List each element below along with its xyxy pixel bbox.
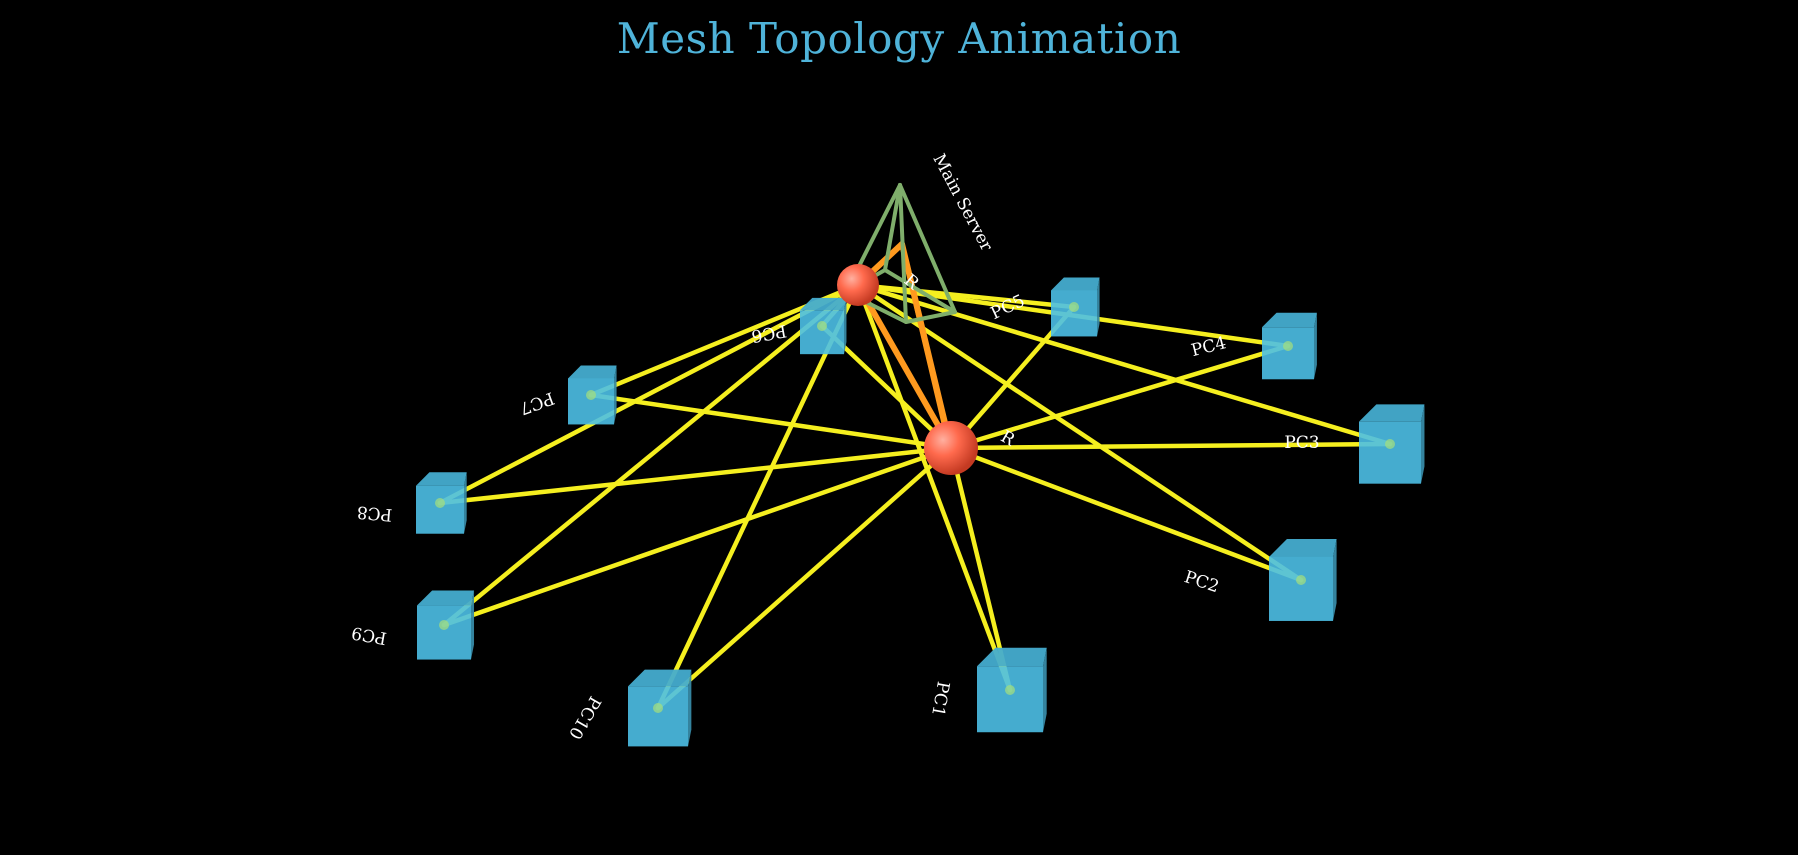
cube-icon-pc10 bbox=[628, 669, 692, 747]
link-router_back-pc1 bbox=[855, 282, 1013, 693]
server-edge-3 bbox=[898, 183, 957, 314]
cube-front-face bbox=[800, 310, 844, 355]
cube-top-face bbox=[800, 297, 847, 311]
link-router_front-pc4 bbox=[948, 343, 1291, 451]
page-title: Mesh Topology Animation bbox=[616, 14, 1182, 63]
link-router_front-pc8 bbox=[437, 445, 954, 506]
cube-top-face bbox=[1262, 312, 1317, 328]
link-router_front-pc3 bbox=[948, 441, 1393, 451]
links-layer bbox=[437, 282, 1393, 711]
cube-icon-pc6 bbox=[800, 297, 847, 355]
server-edge-4 bbox=[898, 183, 908, 324]
cube-top-face bbox=[977, 647, 1047, 667]
link-router_back-pc10 bbox=[655, 282, 861, 711]
link-router_back-pc9 bbox=[441, 282, 861, 628]
label-server: Main Server bbox=[928, 151, 996, 256]
cube-front-face bbox=[417, 605, 471, 660]
label-pc4: PC4 bbox=[1189, 333, 1228, 361]
server-edge-2 bbox=[883, 183, 902, 272]
cube-front-face bbox=[1051, 290, 1097, 337]
cube-side-face bbox=[1314, 312, 1317, 380]
cube-icon-pc5 bbox=[1051, 277, 1100, 337]
link-router_back-pc2 bbox=[855, 282, 1304, 583]
link-router_back-pc8 bbox=[437, 282, 861, 506]
cube-top-face bbox=[628, 669, 692, 687]
label-pc10: PC10 bbox=[564, 693, 604, 743]
cube-side-face bbox=[1043, 647, 1047, 733]
link-endpoint bbox=[1005, 685, 1015, 695]
cube-icon-pc1 bbox=[977, 647, 1047, 733]
cube-icon-pc4 bbox=[1262, 312, 1317, 380]
cube-side-face bbox=[1333, 539, 1337, 621]
nodes-layer bbox=[416, 264, 1425, 747]
cube-front-face bbox=[1269, 556, 1333, 621]
label-pc8: PC8 bbox=[356, 501, 393, 524]
link-endpoint bbox=[653, 703, 663, 713]
label-pc3: PC3 bbox=[1284, 433, 1319, 453]
cube-side-face bbox=[614, 365, 617, 425]
link-endpoint bbox=[1385, 439, 1395, 449]
cube-side-face bbox=[844, 297, 847, 355]
cube-icon-pc9 bbox=[417, 590, 475, 660]
cube-top-face bbox=[416, 472, 467, 486]
link-endpoint bbox=[1069, 302, 1079, 312]
cube-front-face bbox=[1262, 327, 1314, 380]
cube-top-face bbox=[1051, 277, 1100, 291]
link-endpoint bbox=[817, 321, 827, 331]
cube-front-face bbox=[628, 686, 688, 747]
cube-top-face bbox=[417, 590, 475, 606]
cube-front-face bbox=[568, 378, 614, 425]
cube-top-face bbox=[1359, 404, 1425, 422]
label-pc9: PC9 bbox=[350, 622, 388, 648]
sphere-icon-router_front bbox=[924, 421, 978, 475]
cube-icon-pc7 bbox=[568, 365, 617, 425]
link-endpoint bbox=[435, 498, 445, 508]
cube-top-face bbox=[1269, 539, 1337, 557]
cube-top-face bbox=[568, 365, 617, 379]
label-pc5: PC5 bbox=[988, 291, 1028, 324]
cube-side-face bbox=[464, 472, 467, 534]
cube-side-face bbox=[1421, 404, 1425, 484]
label-pc7: PC7 bbox=[517, 387, 557, 418]
active-link-router_back-router_front bbox=[855, 282, 954, 451]
link-router_front-pc7 bbox=[588, 392, 954, 451]
sphere-icon-router_back bbox=[837, 264, 879, 306]
cube-front-face bbox=[1359, 421, 1421, 484]
cube-side-face bbox=[471, 590, 475, 660]
cube-front-face bbox=[416, 485, 464, 534]
label-pc1: PC1 bbox=[927, 680, 953, 718]
link-endpoint bbox=[586, 390, 596, 400]
active-link-server-router-front bbox=[909, 285, 949, 435]
link-router_front-pc9 bbox=[441, 445, 954, 628]
link-endpoint bbox=[1283, 341, 1293, 351]
cube-side-face bbox=[688, 669, 692, 747]
link-endpoint bbox=[1296, 575, 1306, 585]
cube-icon-pc2 bbox=[1269, 539, 1337, 621]
cube-icon-pc3 bbox=[1359, 404, 1425, 484]
cube-side-face bbox=[1097, 277, 1100, 337]
label-pc6: PC6 bbox=[750, 320, 788, 346]
cube-icon-pc8 bbox=[416, 472, 467, 534]
link-router_back-pc5 bbox=[855, 282, 1077, 310]
link-router_back-pc3 bbox=[855, 282, 1393, 447]
link-router_front-pc10 bbox=[655, 445, 954, 711]
cube-front-face bbox=[977, 666, 1043, 733]
link-endpoint bbox=[439, 620, 449, 630]
label-pc2: PC2 bbox=[1182, 567, 1222, 597]
link-router_front-pc2 bbox=[948, 445, 1304, 583]
